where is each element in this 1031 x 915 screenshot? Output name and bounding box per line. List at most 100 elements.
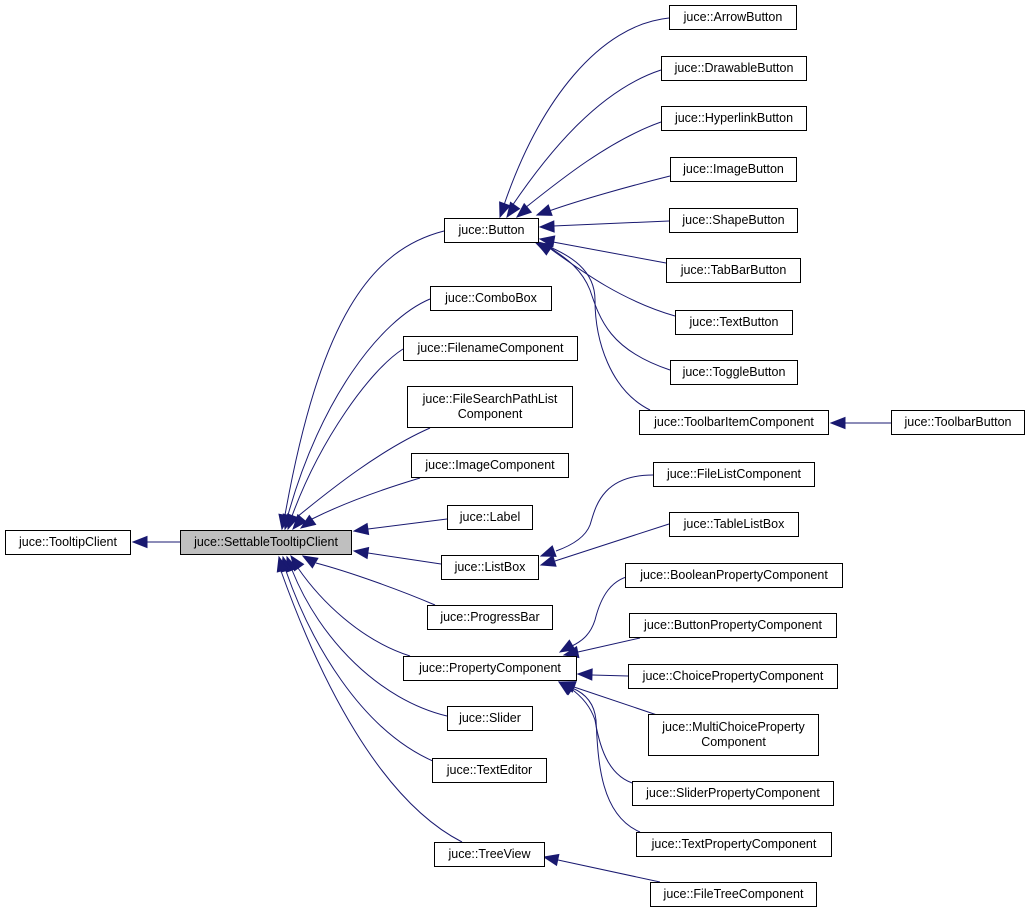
node-slider[interactable]: juce::Slider (447, 706, 533, 731)
node-label-line: juce::ArrowButton (683, 10, 783, 24)
node-label-line: juce::BooleanPropertyComponent (640, 568, 828, 582)
node-multi-choice-property-component[interactable]: juce::MultiChoiceProperty Component (648, 714, 819, 756)
inheritance-arrowhead (542, 853, 560, 867)
node-label-line: Component (457, 407, 523, 421)
node-file-list-component[interactable]: juce::FileListComponent (653, 462, 815, 487)
node-tooltip-client[interactable]: juce::TooltipClient (5, 530, 131, 555)
edge-tooltip (131, 535, 180, 549)
node-label-line: juce::FileTreeComponent (663, 887, 804, 901)
node-label-line: juce::SettableTooltipClient (194, 535, 338, 549)
edge-toolbar-button (829, 416, 891, 430)
node-file-tree-component[interactable]: juce::FileTreeComponent (650, 882, 817, 907)
inheritance-arrowhead (131, 535, 148, 549)
edge-choice-property (576, 668, 629, 681)
node-image-component[interactable]: juce::ImageComponent (411, 453, 569, 478)
node-slider-property-component[interactable]: juce::SliderPropertyComponent (632, 781, 834, 806)
inheritance-arrowhead (352, 522, 370, 536)
edge-table-list-box (539, 523, 670, 567)
node-label-line: Component (701, 735, 766, 749)
edge-image-button (535, 175, 671, 216)
edge-image-component (299, 477, 421, 529)
node-filename-component[interactable]: juce::FilenameComponent (403, 336, 578, 361)
node-tree-view[interactable]: juce::TreeView (434, 842, 545, 867)
edge-filename (287, 348, 404, 531)
node-text-editor[interactable]: juce::TextEditor (432, 758, 547, 783)
node-label-line: juce::ImageComponent (425, 458, 555, 472)
node-label-line: juce::FileListComponent (666, 467, 802, 481)
node-label-line: juce::ComboBox (445, 291, 537, 305)
edge-file-search (292, 427, 431, 531)
node-toolbar-item-component[interactable]: juce::ToolbarItemComponent (639, 410, 829, 435)
node-label-line: juce::Slider (459, 711, 521, 725)
inheritance-arrowhead (299, 514, 317, 529)
node-label-line: juce::ChoicePropertyComponent (642, 669, 824, 683)
node-label-line: juce::MultiChoiceProperty (662, 720, 805, 734)
node-label-line: juce::Button (458, 223, 525, 237)
node-label-line: juce::ShapeButton (682, 213, 785, 227)
inheritance-arrowhead (301, 555, 319, 569)
node-list-box[interactable]: juce::ListBox (441, 555, 539, 580)
inheritance-arrowhead (276, 555, 289, 573)
node-label-line: juce::ToolbarItemComponent (654, 415, 814, 429)
node-label-line: juce::Label (459, 510, 521, 524)
node-label-line: juce::ButtonPropertyComponent (644, 618, 822, 632)
node-label-line: juce::TreeView (448, 847, 531, 861)
node-label-line: juce::HyperlinkButton (674, 111, 794, 125)
node-label-line: juce::TooltipClient (19, 535, 117, 549)
node-label-line: juce::TextButton (689, 315, 779, 329)
inheritance-arrowhead (539, 554, 557, 567)
inheritance-arrowhead (558, 639, 576, 653)
node-tab-bar-button[interactable]: juce::TabBarButton (666, 258, 801, 283)
node-toggle-button[interactable]: juce::ToggleButton (670, 360, 798, 385)
edge-button (278, 230, 445, 531)
node-choice-property-component[interactable]: juce::ChoicePropertyComponent (628, 664, 838, 689)
node-label-line: juce::ToolbarButton (904, 415, 1012, 429)
edge-text-property (558, 681, 641, 833)
edge-arrow-button (499, 17, 670, 219)
inheritance-arrowhead (352, 546, 370, 560)
node-table-list-box[interactable]: juce::TableListBox (669, 512, 799, 537)
node-label-line: juce::TextEditor (446, 763, 533, 777)
node-combo-box[interactable]: juce::ComboBox (430, 286, 552, 311)
node-label-line: juce::DrawableButton (674, 61, 794, 75)
node-hyperlink-button[interactable]: juce::HyperlinkButton (661, 106, 807, 131)
edge-hyperlink-button (515, 121, 662, 218)
inheritance-arrowhead (506, 201, 521, 219)
inheritance-arrowhead (534, 242, 552, 255)
node-boolean-property-component[interactable]: juce::BooleanPropertyComponent (625, 563, 843, 588)
node-button-property-component[interactable]: juce::ButtonPropertyComponent (629, 613, 837, 638)
node-label-line: juce::SliderPropertyComponent (646, 786, 820, 800)
inheritance-arrowhead (558, 681, 576, 696)
node-label-line: juce::ProgressBar (440, 610, 540, 624)
edge-tree-view (276, 555, 463, 843)
edge-shape-button (538, 220, 670, 233)
node-shape-button[interactable]: juce::ShapeButton (669, 208, 798, 233)
edge-progress-bar (301, 555, 436, 606)
node-image-button[interactable]: juce::ImageButton (670, 157, 797, 182)
node-label[interactable]: juce::Label (447, 505, 533, 530)
node-property-component[interactable]: juce::PropertyComponent (403, 656, 577, 681)
node-label-line: juce::TableListBox (683, 517, 785, 531)
node-button[interactable]: juce::Button (444, 218, 539, 243)
node-label-line: juce::FileSearchPathList (422, 392, 558, 406)
node-label-line: juce::ListBox (454, 560, 526, 574)
inheritance-arrowhead (539, 545, 557, 557)
node-file-search-path-list-component[interactable]: juce::FileSearchPathList Component (407, 386, 573, 428)
node-text-button[interactable]: juce::TextButton (675, 310, 793, 335)
edge-file-list (539, 474, 654, 557)
node-settable-tooltip-client: juce::SettableTooltipClient (180, 530, 352, 555)
edge-slider (286, 555, 448, 717)
node-toolbar-button[interactable]: juce::ToolbarButton (891, 410, 1025, 435)
node-label-line: juce::TextPropertyComponent (651, 837, 817, 851)
node-label-line: juce::PropertyComponent (419, 661, 561, 675)
inheritance-arrowhead (287, 513, 299, 531)
edge-boolean-property (558, 574, 641, 653)
node-progress-bar[interactable]: juce::ProgressBar (427, 605, 553, 630)
node-text-property-component[interactable]: juce::TextPropertyComponent (636, 832, 832, 857)
node-arrow-button[interactable]: juce::ArrowButton (669, 5, 797, 30)
edge-file-tree (542, 853, 661, 883)
node-drawable-button[interactable]: juce::DrawableButton (661, 56, 807, 81)
inheritance-arrowhead (292, 513, 308, 531)
